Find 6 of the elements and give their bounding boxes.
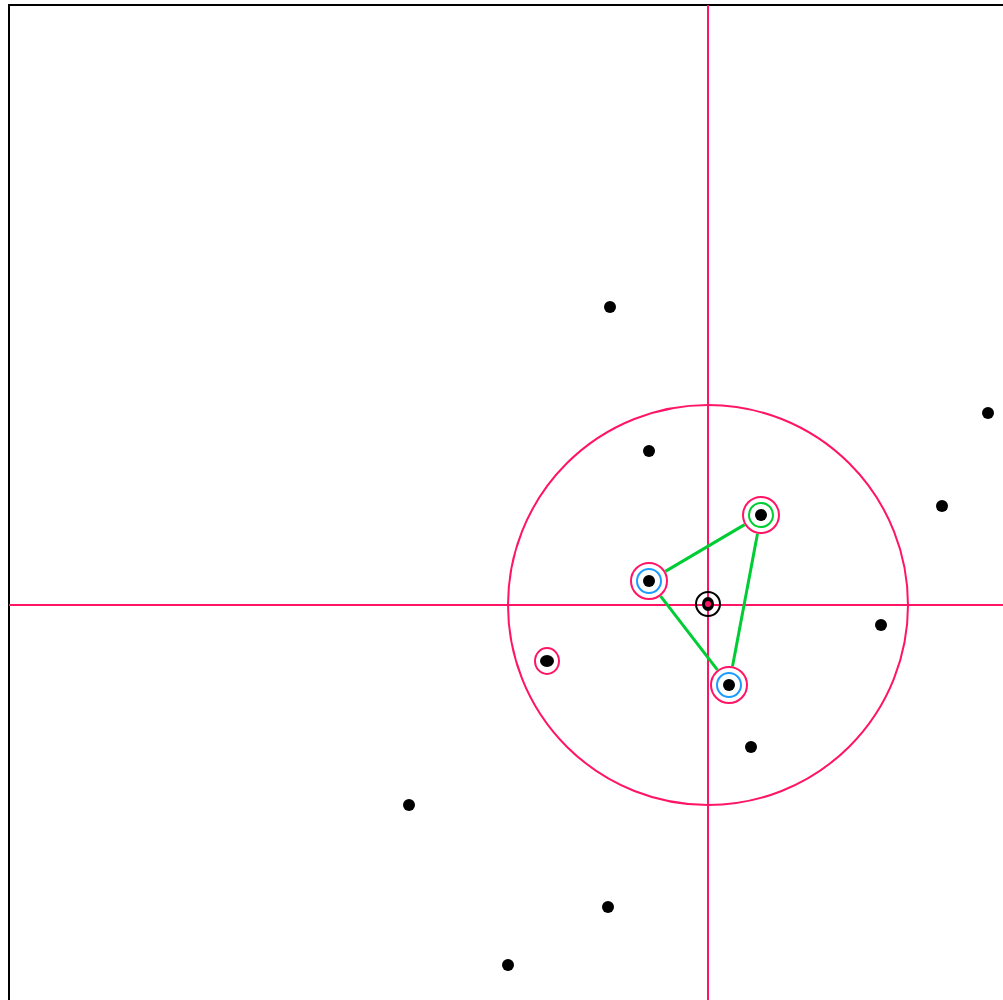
connector-line [664,523,746,573]
circled-vertex-point [630,562,668,600]
circled-vertex-point [710,666,748,704]
connector-line [659,595,719,671]
connector-line [731,533,759,667]
circled-vertex-point [742,496,780,534]
